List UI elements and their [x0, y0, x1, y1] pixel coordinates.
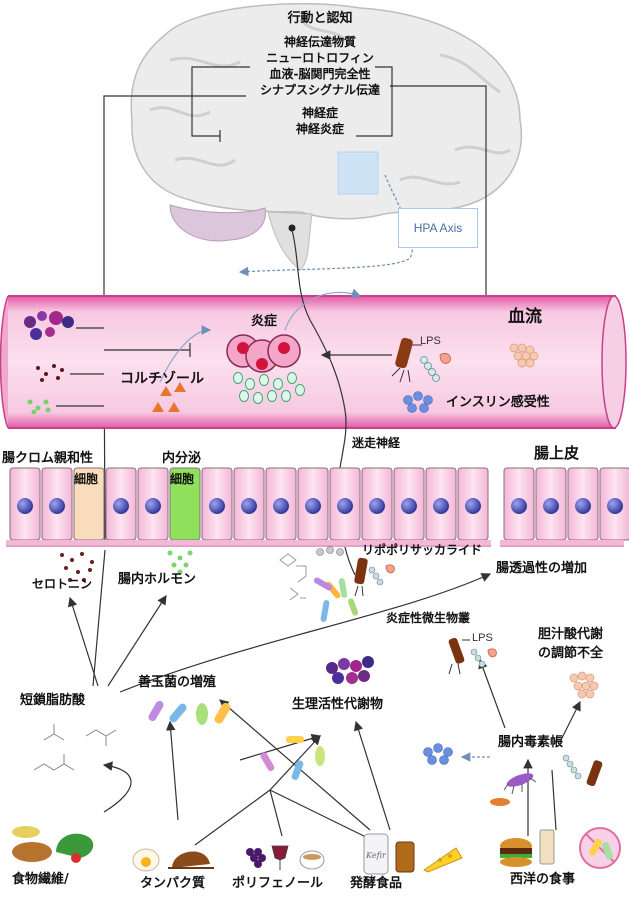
scfa-label: 短鎖脂肪酸: [20, 693, 86, 708]
bioactive-metabolites-label: 生理活性代謝物: [292, 697, 384, 712]
food-polyphenol-icon: [246, 845, 325, 870]
good-bacteria-label: 善玉菌の増殖: [138, 675, 217, 690]
lps-bacterium-blood: [391, 337, 451, 383]
permeability-label: 腸透過性の増加: [496, 561, 588, 576]
good-bacteria: [148, 700, 231, 725]
fiber-label: 食物繊維/: [12, 872, 69, 887]
neurotransmitter-label: 神経伝達物質: [283, 35, 356, 50]
enterochromaffin-label: 腸クロム親和性: [2, 451, 94, 466]
cell-nucleus: [511, 498, 527, 514]
cell-nucleus: [17, 498, 33, 514]
endocrine-label: 内分泌: [162, 451, 202, 466]
serotonin-label: セロトニン: [32, 577, 93, 591]
gut-toxin-icons: [423, 743, 603, 806]
inflammation-to-brain-arrow: [284, 288, 362, 331]
hormone-granules: [167, 550, 193, 575]
western-diet-label: 西洋の食事: [510, 872, 576, 887]
endocrine-cell-label: 細胞: [170, 472, 195, 486]
food-fiber-icon: [12, 826, 94, 863]
protein-label: タンパク質: [140, 876, 206, 891]
fermented-food-label: 発酵食品: [350, 876, 403, 891]
purple-metabolites-cluster: [24, 311, 74, 340]
insulin-sensitivity-label: インスリン感受性: [446, 395, 550, 410]
neurotrophin-label: ニューロトロフィン: [266, 50, 374, 65]
cell-nucleus: [433, 498, 449, 514]
cell-nucleus: [337, 498, 353, 514]
cell-nucleus: [543, 498, 559, 514]
neuroinflammation-label: 神経炎症: [295, 122, 344, 137]
lps-microbiota-label: LPS: [472, 632, 493, 644]
behavior-cognition-label: 行動と認知: [287, 11, 353, 26]
food-western-icon: [500, 827, 621, 869]
inflammatory-cells: [226, 334, 305, 404]
vagus-origin-dot: [288, 224, 296, 232]
food-fermented-icon: Kefir: [363, 833, 463, 875]
bioactive-metabolites: [326, 656, 374, 684]
cell-nucleus: [113, 498, 129, 514]
food-protein-icon: [132, 848, 214, 872]
gut-epithelium-label: 腸上皮: [534, 444, 580, 462]
kefir-label: Kefir: [365, 851, 387, 860]
gut-hormone-label: 腸内ホルモン: [118, 572, 197, 587]
cell-nucleus: [273, 498, 289, 514]
lipopolysaccharide-label: リポポリサッカライド: [362, 543, 483, 557]
cell-nucleus: [575, 498, 591, 514]
lps-blood-label: LPS: [420, 335, 441, 347]
lower-pathway-arrows: [67, 549, 581, 846]
cell-nucleus: [241, 498, 257, 514]
blood-vessel: [0, 295, 627, 429]
bloodstream-title: 血流: [508, 307, 542, 327]
cell-nucleus: [145, 498, 161, 514]
synaptic-signaling-label: シナプスシグナル伝達: [259, 82, 380, 97]
mixed-bacteria: [260, 736, 325, 780]
cortisol-arrow: [159, 325, 212, 383]
gut-toxin-label: 腸内毒素帳: [498, 735, 564, 750]
serotonin-granules: [60, 552, 94, 582]
cortisol-triangles: [152, 382, 186, 412]
serotonin-dots-blood: [36, 364, 64, 382]
blood-brain-barrier-label: 血液-脳関門完全性: [269, 66, 371, 81]
cell-nucleus: [305, 498, 321, 514]
hpa-axis-box: HPA Axis: [398, 208, 478, 248]
cell-nucleus: [369, 498, 385, 514]
insulin-molecules: [403, 391, 433, 413]
vagus-nerve-label: 迷走神経: [352, 436, 401, 450]
epithelium-base-right: [500, 540, 624, 547]
epithelium-base-left: [6, 540, 491, 547]
scfa-molecules: [33, 724, 117, 771]
bile-fat-droplets: [569, 671, 599, 699]
epithelium-cells: [9, 467, 629, 541]
cell-nucleus: [401, 498, 417, 514]
bile-acid-label-2: の調節不全: [538, 646, 604, 661]
bile-acid-label-1: 胆汁酸代謝: [538, 627, 604, 642]
cell-nucleus: [465, 498, 481, 514]
enterochromaffin-cell-label: 細胞: [74, 472, 99, 486]
cell-nucleus: [49, 498, 65, 514]
cortisol-label: コルチゾール: [120, 371, 204, 387]
brain-illustration: [130, 2, 523, 271]
fat-droplets: [509, 343, 539, 368]
polyphenol-label: ポリフェノール: [232, 876, 324, 891]
lps-chain-epithelium: [279, 546, 395, 622]
neurosis-label: 神経症: [301, 106, 338, 121]
inflammatory-microbiota-label: 炎症性微生物叢: [386, 611, 471, 625]
brain-text-block: 行動と認知 神経伝達物質 ニューロトロフィン 血液-脳関門完全性 シナプスシグナ…: [200, 10, 440, 138]
inflammatory-microbiota-icon: [448, 637, 497, 675]
hormone-dots-blood: [27, 399, 51, 415]
inflammation-label: 炎症: [250, 314, 278, 329]
blood-left-connectors: [56, 327, 191, 407]
cell-nucleus: [607, 498, 623, 514]
cell-nucleus: [209, 498, 225, 514]
